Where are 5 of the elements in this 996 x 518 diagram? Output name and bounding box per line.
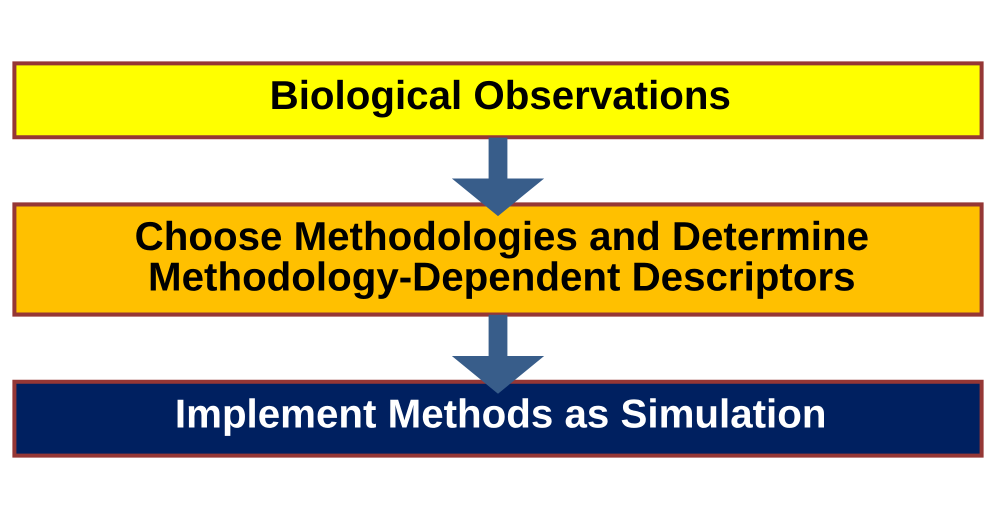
node-box: Biological Observations (12, 60, 984, 139)
node-box: Implement Methods as Simulation (12, 379, 984, 458)
node-box: Choose Methodologies and Determine Methodology-Dependent Descriptors (12, 202, 984, 316)
arrow (452, 137, 544, 216)
arrow (452, 314, 544, 394)
